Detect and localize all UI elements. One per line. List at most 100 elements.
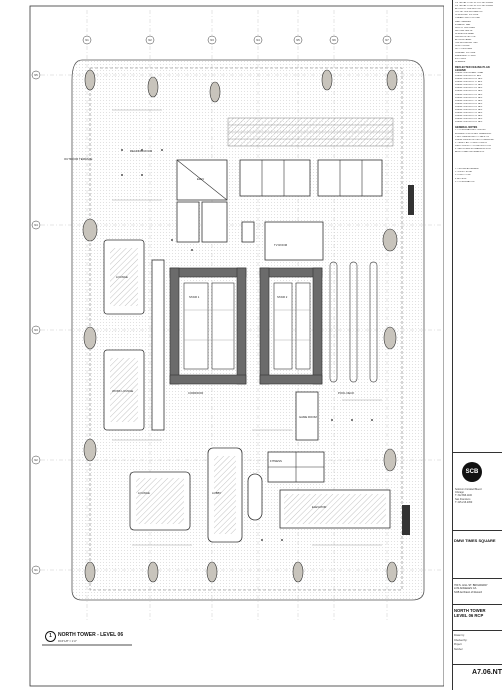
reflected-legend-item: FINISH CEILING 22'-0" AFF (455, 115, 483, 118)
reflected-legend-item: FINISH CEILING 11'-0" AFF (455, 81, 483, 84)
stair-hatch (402, 505, 410, 535)
legend-item: RETURN GRILLE (455, 29, 473, 32)
column (147, 561, 159, 583)
room-label: STAIR 1 (189, 295, 200, 299)
keynote-item: 2. SOFFIT EDGE (455, 171, 472, 174)
grid-col-label: N1 (85, 38, 89, 42)
column (383, 326, 397, 350)
reflected-legend-item: FINISH CEILING ABV. SLAB (455, 71, 484, 74)
meta-line: Project: (454, 643, 463, 647)
legend-item: SLOT DIFFUSER (455, 48, 473, 51)
sheet-title-line: NORTH TOWER (454, 608, 486, 613)
reflected-legend-item: FINISH CEILING 20'-0" AFF (455, 109, 483, 111)
reflected-legend-item: FINISH CEILING 19'-0" AFF (455, 105, 483, 108)
keynote-item: 5. COORDINATION (455, 180, 475, 183)
grid-row-label: N4 (34, 223, 38, 227)
legend-item: DOWNLIGHT FIXTURE (455, 14, 479, 17)
legend-item: SPEAKER (455, 60, 466, 63)
grid-col-label: N6 (332, 38, 336, 42)
room-label: OUTDOOR TERRACE (64, 157, 93, 161)
sheet-border (29, 5, 444, 687)
general-note: FINISH UNLESS NOTED OTHERWISE. (455, 138, 495, 141)
address-line: 700 S. HILL ST. BROADWAY (454, 584, 488, 587)
fixture-dots (121, 149, 373, 541)
room-label: GAME ROOM (299, 415, 317, 419)
sheet-title-line: LEVEL 06 RCP (454, 613, 484, 618)
firm-line: T: 312.896.1100 (455, 494, 472, 498)
firm-info: Solomon Cordwell Buenz Chicago T: 312.89… (455, 488, 501, 504)
legend-item: ACCESS PANEL (455, 39, 472, 42)
slat-ceiling (227, 117, 394, 147)
sheet-number: A7.06.NT (472, 669, 502, 676)
grid-row-label: N5 (34, 73, 38, 77)
reflected-legend-item: FINISH CEILING 13'-0" AFF (455, 87, 483, 90)
column (83, 438, 97, 462)
room-label: ELEV (197, 177, 204, 181)
legend-item: 3/4" METAL STUD W/ GYP BD FINISH (455, 5, 493, 8)
column (386, 561, 398, 583)
column (386, 69, 398, 91)
firm-logo: SCB (462, 462, 482, 482)
room-label: LOBBY (212, 491, 221, 495)
reflected-legend-item: FINISH CEILING 9'-0" AFF (455, 74, 482, 77)
room-label: CORRIDOR (188, 391, 203, 395)
firm-line: T: 415.216.2450 (455, 500, 473, 504)
general-note: 3. VERIFY ALL CONDITIONS IN (455, 141, 487, 144)
view-title: NORTH TOWER - LEVEL 06 (58, 632, 124, 638)
divider (453, 530, 502, 531)
view-scale: RCP 1/8" = 1'-0" (58, 640, 77, 643)
general-note: 2. ALL DIMENSIONS TO FACE OF (455, 135, 490, 138)
reflected-legend-item: FINISH CEILING 10'-0" AFF (455, 78, 483, 81)
meta-line: Number: (454, 647, 464, 651)
grid-row-label: N3 (34, 328, 38, 332)
room-label: LOUNGE (138, 491, 150, 495)
grid-row-label: N1 (34, 568, 38, 572)
keynote-item: 3. LIGHT COVE (455, 174, 471, 177)
reflected-legend-item: FINISH CEILING 12'-0" AFF (455, 84, 483, 87)
reflected-legend-item: FINISH CEILING 17'-0" AFF (455, 99, 483, 102)
column (382, 228, 398, 252)
legend-item: SMOKE DETECTOR (455, 36, 476, 39)
floor-plan: OUTDOOR TERRACE READING ROOM ELEV STAIR … (29, 5, 444, 687)
legend-item: PENDANT FIXTURE (455, 51, 476, 54)
drawing-area: OUTDOOR TERRACE READING ROOM ELEV STAIR … (12, 0, 444, 690)
project-name: DMW TIMES SQUARE (454, 538, 496, 543)
legend-item: CEILING HEIGHT TAG (455, 42, 478, 45)
divider (453, 604, 502, 605)
column (147, 76, 159, 98)
general-note: ADDITIONAL INFORMATION. (455, 151, 485, 154)
sheet-meta: Drawn by: Checked by: Project: Number: (454, 634, 502, 652)
legend-item: ACOUSTIC CEILING TILE (455, 8, 481, 11)
room-label: READING ROOM (130, 149, 153, 153)
linear-fixtures (329, 261, 378, 383)
legend-item: SUPPLY DIFFUSER (455, 26, 475, 29)
reflected-legend-item: FINISH CEILING 24'-0" AFF (455, 121, 483, 124)
keynote-item: 4. ACCESS (455, 177, 467, 180)
columns (82, 69, 398, 583)
meta-line: Drawn by: (454, 634, 465, 637)
column (83, 326, 97, 350)
grid-col-label: N7 (385, 38, 389, 42)
column (82, 218, 98, 242)
legend-heading: REFLECTED CEILING PLAN LEGEND (455, 65, 490, 72)
legend-item: EXIT SIGN (455, 57, 466, 60)
terrace-edge (89, 67, 403, 591)
north-rooms (176, 159, 383, 243)
divider (453, 578, 502, 579)
reflected-legend-item: FINISH CEILING 21'-0" AFF (455, 112, 483, 115)
reflected-legend-item: FINISH CEILING 23'-0" AFF (455, 118, 483, 121)
column (209, 81, 221, 103)
project-address: 700 S. HILL ST. BROADWAY LOS ANGELES CA … (454, 584, 502, 594)
general-note: 1. COORDINATE ALL CEILING (455, 129, 486, 132)
grid-col-label: N2 (148, 38, 152, 42)
grid-col-label: N3 (210, 38, 214, 42)
legend-item: WALL WASHER (455, 20, 471, 23)
grid-bubbles (31, 35, 392, 575)
column (84, 69, 96, 91)
view-number-bubble: 1 (45, 631, 56, 642)
room-label: WORK LOUNGE (112, 389, 133, 393)
legend-item: EMERGENCY LIGHT (455, 54, 477, 57)
